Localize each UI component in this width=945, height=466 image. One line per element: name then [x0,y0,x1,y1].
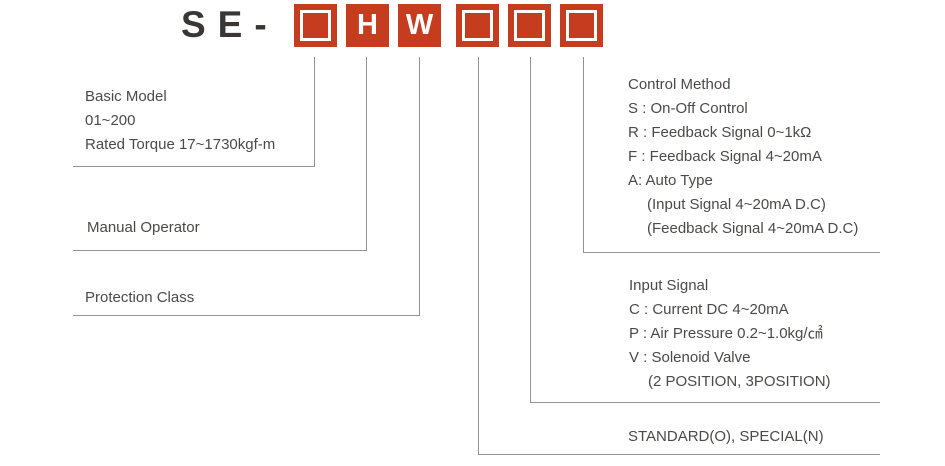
model-code-prefix: SE- [181,4,279,45]
callout-control-method-option-a-input: (Input Signal 4~20mA D.C) [647,196,826,213]
leader-hline-basic-model [73,166,315,167]
callout-control-method-option-r: R : Feedback Signal 0~1kΩ [628,124,812,141]
callout-protection-class-title: Protection Class [85,289,195,306]
leader-hline-manual-operator [73,250,367,251]
leader-vline-basic-model [314,57,315,167]
code-letter-h: H [357,9,378,41]
callout-control-method-title: Control Method [628,76,731,93]
leader-vline-protection-class [419,57,420,316]
callout-protection-class: Protection Class [85,286,194,310]
callout-manual-operator: Manual Operator [87,216,200,240]
leader-hline-input-signal [530,402,880,403]
callout-basic-model: Basic Model 01~200 Rated Torque 17~1730k… [85,85,275,157]
callout-manual-operator-title: Manual Operator [87,219,200,236]
callout-basic-model-torque: Rated Torque 17~1730kgf-m [85,136,276,153]
callout-control-method: Control Method S : On-Off Control R : Fe… [628,73,858,241]
code-box-standard-special [456,4,499,47]
callout-control-method-option-s: S : On-Off Control [628,100,748,117]
leader-hline-protection-class [73,315,420,316]
code-box-manual-operator: H [346,4,389,47]
code-letter-w: W [405,9,434,41]
leader-vline-control-method [583,57,584,253]
callout-input-signal-option-p: P : Air Pressure 0.2~1.0kg/㎠ [629,325,823,342]
callout-basic-model-range: 01~200 [85,112,136,129]
code-box-input-signal [508,4,551,47]
callout-input-signal: Input Signal C : Current DC 4~20mA P : A… [629,274,831,394]
leader-vline-manual-operator [366,57,367,251]
callout-input-signal-title: Input Signal [629,277,709,294]
callout-standard-special-title: STANDARD(O), SPECIAL(N) [628,428,824,445]
callout-control-method-option-a-feedback: (Feedback Signal 4~20mA D.C) [647,220,859,237]
callout-control-method-option-a: A: Auto Type [628,172,713,189]
callout-control-method-option-f: F : Feedback Signal 4~20mA [628,148,822,165]
leader-vline-standard-special [478,57,479,455]
leader-hline-standard-special [478,454,880,455]
code-box-protection-class: W [398,4,441,47]
leader-hline-control-method [583,252,880,253]
callout-standard-special: STANDARD(O), SPECIAL(N) [628,425,824,449]
callout-basic-model-title: Basic Model [85,88,167,105]
callout-input-signal-option-v-positions: (2 POSITION, 3POSITION) [648,373,831,390]
callout-input-signal-option-v: V : Solenoid Valve [629,349,751,366]
code-box-control-method [560,4,603,47]
callout-input-signal-option-c: C : Current DC 4~20mA [629,301,789,318]
code-box-basic-model [294,4,337,47]
leader-vline-input-signal [530,57,531,403]
